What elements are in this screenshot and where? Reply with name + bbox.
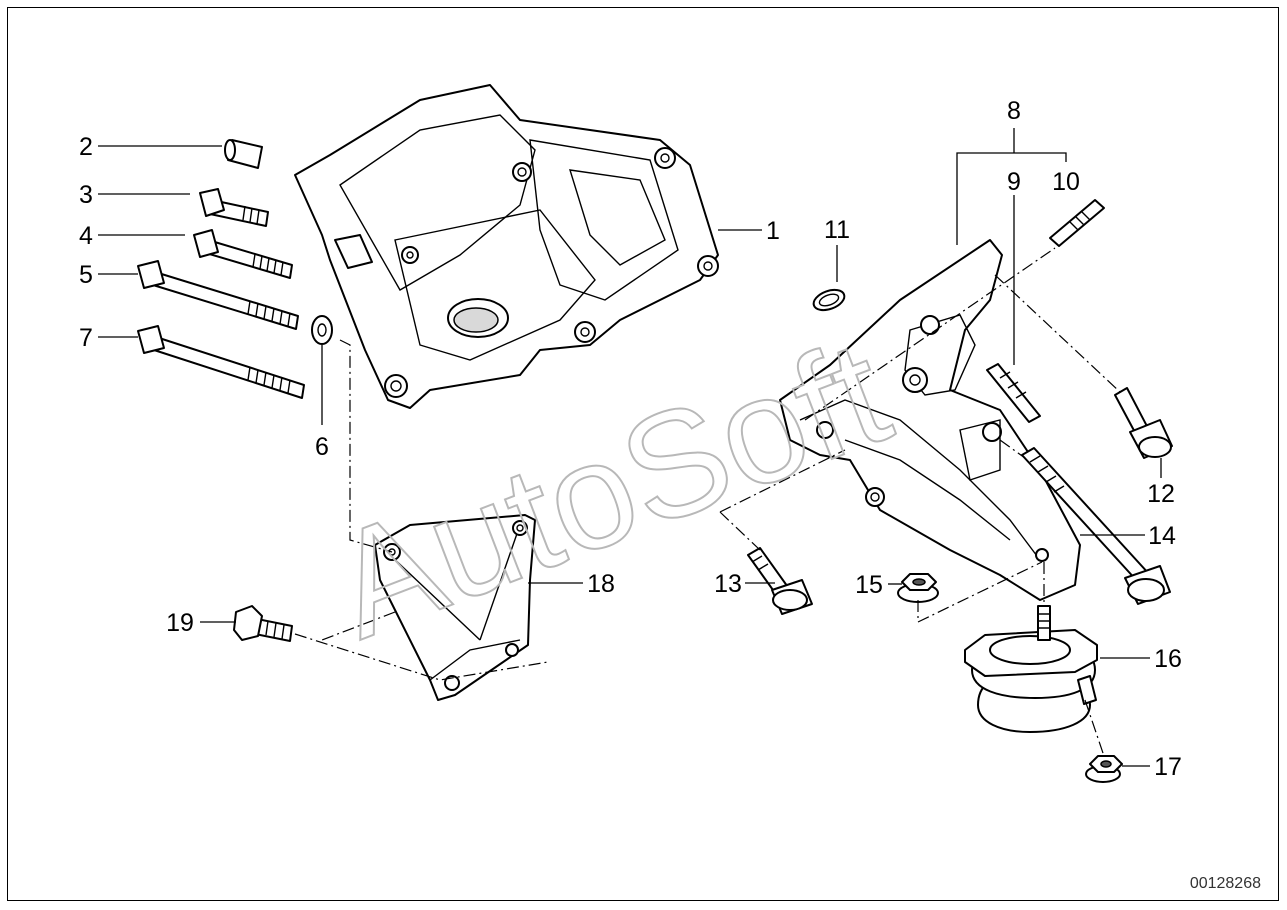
callout-labels: 1 2 3 4 5 6 7 8 9 10 11 12 13 14 15 16 1… bbox=[79, 97, 1182, 781]
callout-3: 3 bbox=[79, 181, 93, 209]
callout-4: 4 bbox=[79, 222, 93, 250]
part-6-washer bbox=[311, 315, 333, 345]
callout-12: 12 bbox=[1147, 480, 1175, 508]
callout-7: 7 bbox=[79, 324, 93, 352]
part-11-ring bbox=[812, 288, 846, 312]
callout-18: 18 bbox=[587, 570, 615, 598]
callout-1: 1 bbox=[766, 217, 780, 245]
part-4-bolt bbox=[193, 229, 293, 279]
part-13-bolt bbox=[747, 547, 813, 615]
callout-10: 10 bbox=[1052, 168, 1080, 196]
callout-16: 16 bbox=[1154, 645, 1182, 673]
part-16-engine-mount bbox=[964, 605, 1098, 733]
part-7-bolt bbox=[137, 325, 305, 399]
part-8-engine-support-arm bbox=[779, 239, 1081, 601]
callout-5: 5 bbox=[79, 261, 93, 289]
callout-13: 13 bbox=[714, 570, 742, 598]
callout-2: 2 bbox=[79, 133, 93, 161]
part-14-long-bolt bbox=[1021, 447, 1171, 605]
leader-lines bbox=[98, 128, 1162, 767]
part-5-bolt bbox=[137, 260, 299, 330]
callout-19: 19 bbox=[166, 609, 194, 637]
document-number: 00128268 bbox=[1190, 875, 1261, 892]
part-2-sleeve bbox=[224, 139, 263, 169]
part-12-bolt bbox=[1114, 387, 1173, 459]
callout-11: 11 bbox=[824, 216, 850, 244]
part-10-stud bbox=[1049, 199, 1105, 247]
part-1-engine-carrier bbox=[294, 84, 719, 409]
part-18-gusset-plate bbox=[374, 514, 536, 701]
part-9-stud bbox=[986, 363, 1041, 423]
callout-8: 8 bbox=[1007, 97, 1021, 125]
callout-15: 15 bbox=[855, 571, 883, 599]
diagram-frame bbox=[7, 7, 1279, 901]
part-15-nut bbox=[897, 573, 939, 603]
callout-17: 17 bbox=[1154, 753, 1182, 781]
part-3-bolt bbox=[199, 188, 269, 227]
assembly-lines bbox=[294, 247, 1121, 757]
callout-9: 9 bbox=[1007, 168, 1021, 196]
part-19-bolt bbox=[233, 605, 293, 642]
part-17-nut bbox=[1085, 755, 1123, 783]
callout-14: 14 bbox=[1148, 522, 1176, 550]
callout-6: 6 bbox=[315, 433, 329, 461]
